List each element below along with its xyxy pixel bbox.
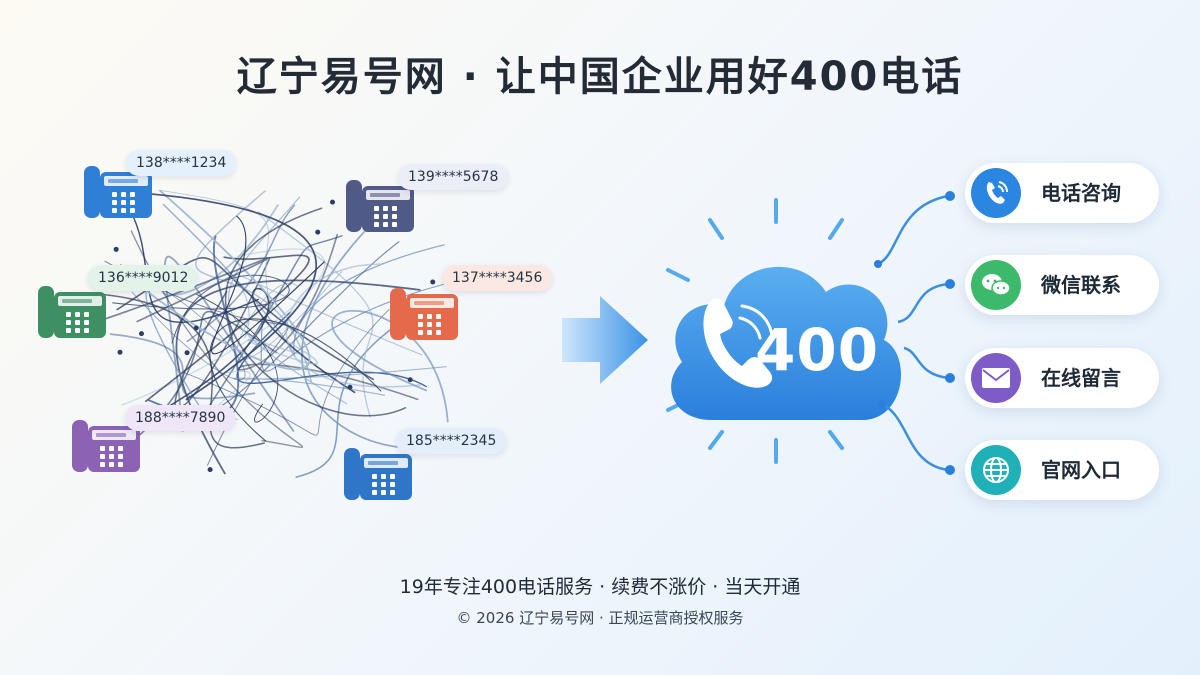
wire-dot — [407, 377, 413, 383]
arrow-icon — [562, 296, 648, 384]
wire — [182, 309, 390, 436]
channel-wechat[interactable]: 微信联系 — [965, 255, 1159, 315]
wire — [211, 215, 325, 355]
wire — [247, 338, 318, 365]
wire — [109, 333, 256, 400]
wire-dot — [184, 350, 190, 356]
wire — [99, 257, 268, 323]
desk-phone-icon — [70, 416, 142, 480]
wire — [236, 270, 343, 361]
channel-label: 官网入口 — [1041, 458, 1121, 482]
phone-icon — [703, 298, 773, 388]
phone-number-bubble: 139****5678 — [398, 164, 509, 190]
wire — [129, 209, 259, 323]
wire — [209, 318, 382, 442]
channel-message[interactable]: 在线留言 — [965, 348, 1159, 408]
desk-phone-icon — [388, 284, 460, 348]
wire-dot — [113, 246, 119, 252]
wire — [331, 309, 449, 423]
wire — [112, 274, 290, 344]
wire — [163, 255, 295, 432]
channel-label: 电话咨询 — [1041, 181, 1121, 205]
wire — [224, 207, 407, 417]
wire-dot — [207, 467, 213, 473]
footer-copyright: © 2026 辽宁易号网 · 正规运营商授权服务 — [456, 609, 744, 627]
wire-dot — [315, 229, 321, 235]
wire-dot — [193, 325, 199, 331]
desk-phone-icon — [344, 176, 416, 240]
wire — [195, 190, 312, 383]
wire — [119, 264, 246, 381]
channel-phone-consult[interactable]: 电话咨询 — [965, 163, 1159, 223]
channel-label: 在线留言 — [1041, 366, 1121, 390]
wire — [295, 309, 420, 478]
connector-dots — [874, 191, 955, 475]
phone-number-bubble: 188****7890 — [125, 405, 236, 431]
wire-dot — [138, 331, 144, 337]
wire-dot — [330, 199, 336, 205]
channel-website[interactable]: 官网入口 — [965, 440, 1159, 500]
wire-dot — [117, 349, 123, 355]
wire — [147, 192, 317, 401]
desk-phone-icon — [342, 444, 414, 508]
wire — [237, 233, 419, 401]
wire — [201, 235, 343, 418]
envelope-icon — [971, 353, 1021, 403]
phone-number-bubble: 138****1234 — [126, 150, 237, 176]
wire — [257, 211, 374, 418]
desk-phone-icon — [36, 282, 108, 346]
channel-connectors — [877, 194, 949, 472]
cloud-400 — [671, 266, 902, 420]
cloud-number: 400 — [755, 316, 880, 384]
phone-number-bubble: 137****3456 — [442, 265, 553, 291]
wire-dot — [430, 279, 436, 285]
wire — [285, 263, 422, 388]
footer-tagline: 19年专注400电话服务 · 续费不涨价 · 当天开通 — [399, 576, 801, 598]
wechat-icon — [971, 260, 1021, 310]
channel-label: 微信联系 — [1041, 273, 1121, 297]
wire-dot — [347, 384, 353, 390]
wire — [196, 293, 279, 423]
wire — [130, 189, 311, 371]
page-title: 辽宁易号网 · 让中国企业用好400电话 — [236, 54, 964, 100]
wire — [158, 189, 273, 311]
phone-number-bubble: 185****2345 — [396, 428, 507, 454]
desk-phone-icon — [82, 162, 154, 226]
tangled-wires — [99, 189, 449, 478]
wire — [144, 287, 356, 421]
wire — [127, 310, 278, 446]
phone-icon — [971, 168, 1021, 218]
phone-number-bubble: 136****9012 — [88, 265, 199, 291]
globe-icon — [971, 445, 1021, 495]
